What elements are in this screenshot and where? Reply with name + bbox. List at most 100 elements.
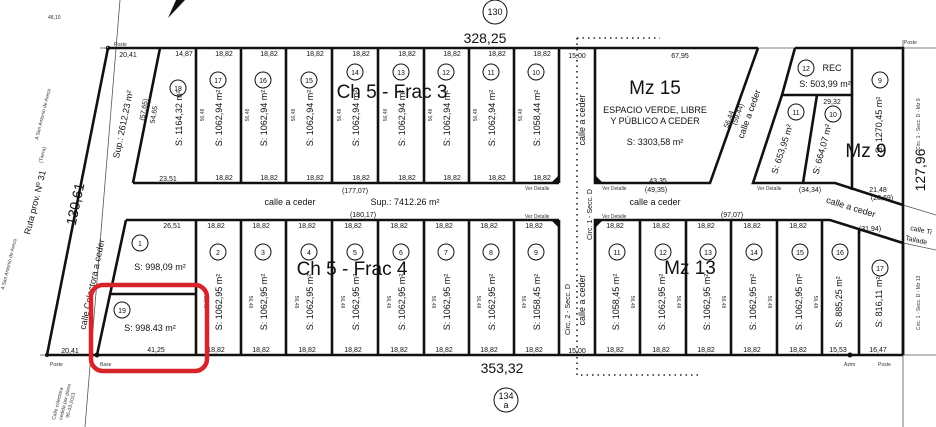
poste-marker [105, 45, 111, 51]
lot-depth-dim: 56,48 [675, 296, 681, 309]
lot-area: S: 1270,45 m² [874, 97, 884, 154]
mz13-parcels [593, 218, 905, 355]
lot-area: S: 1062,95 m² [487, 274, 497, 331]
lot-number-circle [254, 71, 272, 89]
lot-area: S: 1062,95 m² [305, 274, 315, 331]
lot-number-circle [527, 243, 545, 261]
lot-back-dim: 18,82 [207, 347, 225, 354]
mz15-desc-1: ESPACIO VERDE, LIBRE [603, 105, 707, 115]
lot-number: 1 [138, 241, 142, 248]
lot-front-dim: 18,82 [344, 223, 362, 230]
lot-back-dim: 18,82 [306, 175, 324, 182]
lot-number-circle [654, 243, 672, 261]
lot-area: S: 1062,94 m² [487, 90, 497, 147]
lot-back-dim: 18,82 [652, 347, 670, 354]
dim: 21,48 [869, 187, 887, 194]
azim-label: Azim [844, 362, 855, 368]
lot-depth-dim: 56,48 [812, 296, 818, 309]
lot-number-circle [745, 243, 763, 261]
ver-detalle-link[interactable]: Ver Detalle [525, 186, 550, 192]
ver-detalle-link[interactable]: Ver Detalle [602, 186, 627, 192]
dim: (34,34) [799, 187, 821, 194]
dim: (97,07) [721, 212, 743, 219]
lot-number-circle [791, 243, 809, 261]
lot-number-circle [482, 63, 500, 81]
block-134-label: 134 [498, 391, 513, 401]
north-arrow [168, 0, 185, 18]
dim: 15,00 [568, 53, 586, 60]
mz15-area: S: 3303,58 m² [627, 137, 684, 147]
lot-depth-dim: 56,48 [473, 109, 479, 122]
street-label: calle a ceder [264, 197, 315, 207]
lot-front-dim: 18,82 [398, 51, 416, 58]
lot-back-dim: 18,82 [352, 175, 370, 182]
lot-number-circle [254, 243, 272, 261]
lot-front-dim: 18,82 [525, 223, 543, 230]
lot-number: 9 [534, 250, 538, 257]
lot-number-circle [346, 63, 364, 81]
circ1-mz9-label: Circ. 1 - Secc. D - Mz 9 [916, 98, 922, 150]
lot-number: 2 [216, 250, 220, 257]
mz15-desc-2: Y PÚBLICO A CEDER [610, 116, 700, 126]
dim: 20,41 [119, 52, 137, 59]
lot-number-circle [131, 234, 149, 252]
colectora-area: Sup.: 2612.23 m² [111, 90, 135, 160]
ver-detalle-link[interactable]: Ver Detalle [525, 214, 550, 220]
lot-area: S: 1062,95 m² [214, 274, 224, 331]
lot-front-dim: 18,82 [390, 223, 408, 230]
circ1-label: Circ. 1 - Secc. D [587, 189, 594, 240]
lot-number-circle [209, 71, 227, 89]
lot-area: S: 503,99 m² [799, 79, 851, 89]
lot-number: 15 [796, 250, 804, 257]
lot-front-dim: 18,82 [697, 223, 715, 230]
poste-marker [45, 353, 49, 357]
lot-front-dim: 18,82 [743, 223, 761, 230]
block-134a-badge: 134 a [493, 387, 519, 413]
lot-number-circle [831, 243, 849, 261]
dim: 43,35 [649, 178, 667, 185]
lot-number: 10 [532, 70, 540, 77]
lot-number: 7 [444, 250, 448, 257]
lot-back-dim: 18,82 [298, 347, 316, 354]
poste-label: Poste [114, 42, 127, 48]
lot-number: 12 [802, 66, 810, 73]
lot-number-circle [871, 71, 889, 89]
lot-depth-dim: 56,48 [520, 296, 526, 309]
dim: (57,65) [139, 98, 150, 121]
lot-number-circle [300, 71, 318, 89]
lot-number: 6 [399, 250, 403, 257]
ver-detalle-link[interactable]: Ver Detalle [757, 186, 782, 192]
dim: 29,32 [823, 99, 841, 106]
lot-number: 17 [876, 266, 884, 273]
lot-number-circle [392, 243, 410, 261]
lot-number: 4 [307, 250, 311, 257]
lot-number: 12 [442, 70, 450, 77]
lot-number: 14 [750, 250, 758, 257]
lot-back-dim: 18,82 [743, 347, 761, 354]
section-boundary-line [576, 38, 700, 376]
lot-number: 8 [489, 250, 493, 257]
dim: (49,35) [645, 187, 667, 194]
lot-number: 16 [259, 78, 267, 85]
lot-depth-dim: 56,48 [629, 296, 635, 309]
top-length: 328,25 [464, 30, 507, 46]
lot-front-dim: 18,82 [352, 51, 370, 58]
lot-back-dim: 18,82 [789, 347, 807, 354]
lot-depth-dim: 56,48 [428, 109, 434, 122]
lot-area: S: 1058,44 m² [532, 90, 542, 147]
calle-right-1: calle Ti [910, 225, 933, 236]
lot-front-dim: 18,82 [533, 51, 551, 58]
ver-detalle-link[interactable]: Ver Detalle [602, 214, 627, 220]
lot-back-dim: 18,82 [488, 175, 506, 182]
circ1-mz13-label: Circ. 1 - Secc. D - Mz 13 [916, 275, 922, 330]
lot-19-highlight[interactable] [88, 282, 210, 374]
lot-back-dim: 18,82 [480, 347, 498, 354]
lot-area: S: 1062,94 m² [259, 90, 269, 147]
lot-area: S: 1062,94 m² [442, 90, 452, 147]
lot-number: 3 [261, 250, 265, 257]
lot-number-circle [699, 243, 717, 261]
lot-number-circle [346, 243, 364, 261]
lot-front-dim: 18,82 [215, 51, 233, 58]
dim: 54,65 [150, 105, 160, 124]
frac3-parcels [108, 46, 758, 185]
